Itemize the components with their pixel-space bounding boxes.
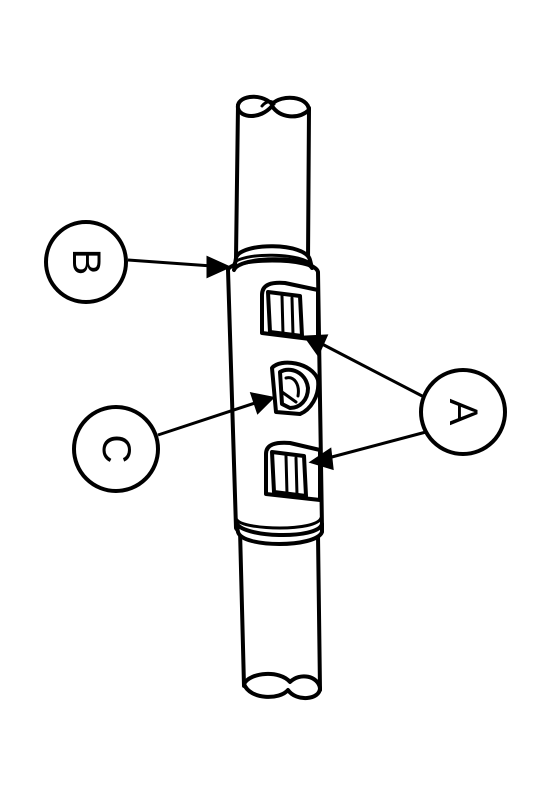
- arrowhead-b: [206, 255, 232, 279]
- upper-tube-opening: [236, 94, 311, 119]
- callout-b-label: B: [64, 249, 108, 276]
- top-collar-band: [232, 253, 314, 268]
- callout-a-label: A: [441, 399, 485, 426]
- lower-tube: [238, 528, 322, 692]
- callouts: B C A: [44, 220, 507, 493]
- release-button-ridge-1: [284, 376, 300, 398]
- callout-b: B: [44, 220, 128, 304]
- pipe-assembly: [226, 94, 324, 700]
- leader-a-lower: [327, 430, 427, 460]
- callout-a: A: [419, 368, 507, 456]
- lower-latch-rib-2: [294, 456, 299, 497]
- lower-tube-opening: [242, 672, 322, 700]
- upper-latch-tab: [266, 290, 304, 338]
- bottom-collar-band: [235, 516, 323, 530]
- bottom-collar: [234, 520, 324, 546]
- upper-tube: [234, 103, 311, 264]
- leader-lines: [127, 255, 427, 471]
- arrowhead-c: [249, 392, 276, 415]
- lower-latch-rib-1: [284, 454, 289, 496]
- arrowhead-a-lower: [308, 447, 334, 471]
- lower-latch-tab: [270, 450, 308, 498]
- callout-c: C: [72, 405, 160, 493]
- callout-c-label: C: [94, 435, 138, 464]
- leader-c: [157, 400, 259, 437]
- leader-a-upper: [321, 342, 427, 400]
- release-button-ridge-2: [280, 390, 298, 404]
- upper-tube-inner-edge: [260, 100, 276, 108]
- upper-latch-rib-1: [280, 294, 285, 336]
- leader-b: [127, 258, 213, 268]
- arrowhead-a-upper: [303, 334, 329, 358]
- upper-latch-rib-2: [290, 296, 295, 337]
